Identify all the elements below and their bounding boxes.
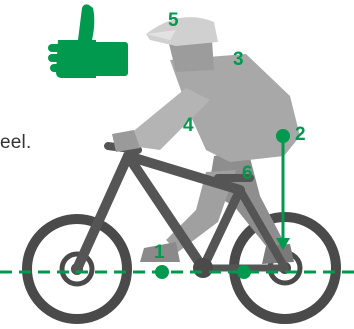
crank bbox=[193, 258, 213, 278]
callout-5: 5 bbox=[168, 10, 179, 31]
callout-4: 4 bbox=[183, 115, 194, 136]
rider-body bbox=[112, 17, 300, 162]
thumbs-up-icon bbox=[48, 4, 128, 78]
knee-point bbox=[276, 129, 290, 143]
callout-2: 2 bbox=[295, 124, 306, 145]
bike-frame bbox=[77, 146, 285, 269]
callout-1: 1 bbox=[154, 242, 165, 263]
pedal-point bbox=[155, 265, 169, 279]
callout-6: 6 bbox=[242, 163, 253, 184]
cleat-point bbox=[237, 265, 251, 279]
callout-3: 3 bbox=[233, 49, 244, 70]
